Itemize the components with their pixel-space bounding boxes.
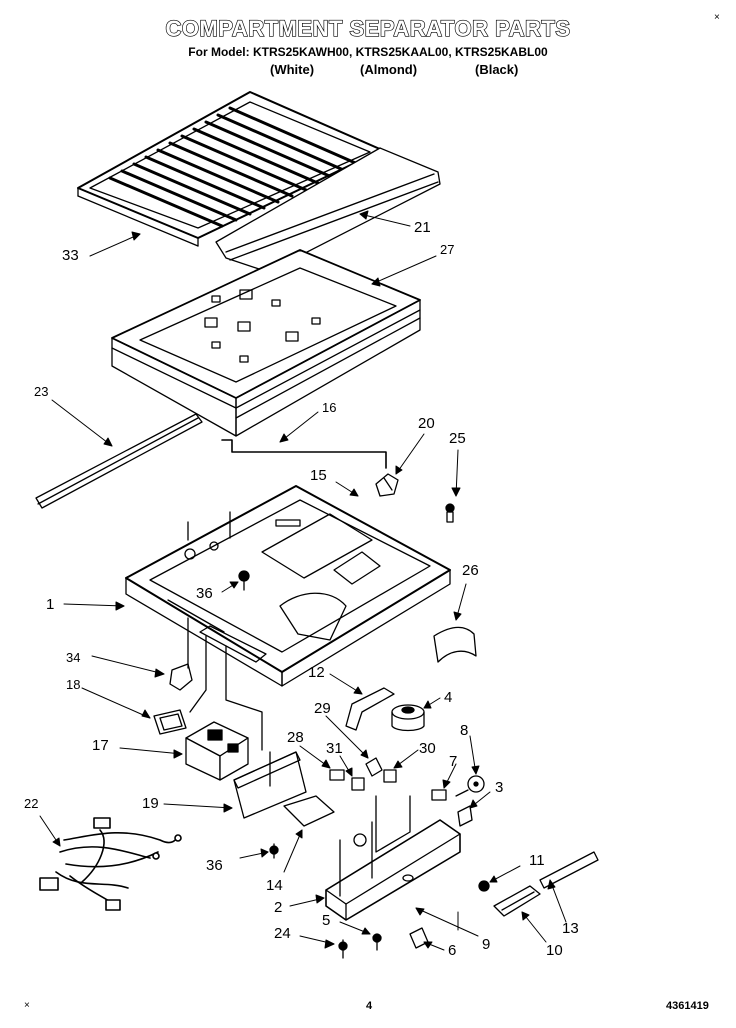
callout-6: 6 [448,942,457,959]
part-3-part [457,805,473,827]
part-number: 4361419 [666,1000,709,1012]
page-number: 4 [366,1000,373,1012]
part-11-nut [478,880,490,892]
part-34-bracket [169,663,193,691]
callout-20: 20 [418,415,435,432]
part-22-harness [39,817,182,911]
callout-27: 27 [440,242,455,257]
part-6-part [409,927,429,949]
callout-33: 33 [62,247,79,264]
part-5-screw [372,933,382,951]
callout-36-top: 36 [196,585,213,602]
page-title: COMPARTMENT SEPARATOR PARTS [165,15,571,41]
part-27-frame [111,249,421,437]
callout-28: 28 [287,729,304,746]
part-20-clip [375,473,399,497]
part-26-cover [433,626,477,663]
color-almond: (Almond) [360,62,418,77]
callout-5: 5 [322,912,331,929]
part-10-hinge [493,885,541,917]
part-18-grille [153,709,187,735]
callout-7: 7 [449,753,458,770]
callout-31: 31 [326,740,343,757]
registration-mark-bottom: × [24,1000,30,1011]
color-white: (White) [270,62,315,77]
callout-10: 10 [546,942,563,959]
leader-lines [39,210,567,951]
part-17-transformer [185,721,249,781]
callout-8: 8 [460,722,469,739]
part-1-housing [125,485,451,687]
part-12-bracket [345,687,395,731]
registration-mark-top: × [714,12,720,23]
callout-3: 3 [495,779,504,796]
callout-21: 21 [414,219,431,236]
callout-29: 29 [314,700,331,717]
grommet [402,874,414,882]
callout-15: 15 [310,467,327,484]
callout-16: 16 [322,400,337,415]
callout-24: 24 [274,925,291,942]
callout-36-bottom: 36 [206,857,223,874]
callout-23: 23 [34,384,49,399]
part-4-motor [391,704,425,732]
model-list: For Model: KTRS25KAWH00, KTRS25KAAL00, K… [188,45,548,59]
part-13-rod [539,851,599,889]
part-36-screw-bottom [269,843,279,859]
part-21-trim [215,147,441,273]
callout-11: 11 [529,852,545,869]
callout-25: 25 [449,430,466,447]
part-36-screw-top [238,570,250,591]
callout-34: 34 [66,650,81,665]
callout-13: 13 [562,920,579,937]
wire-harness-link [187,617,263,751]
callout-22: 22 [24,796,39,811]
callout-19: 19 [142,795,159,812]
part-25-screw [445,503,455,523]
part-24-screw [338,939,348,959]
callout-1: 1 [46,596,55,613]
part-19-cover [233,751,307,819]
part-2-bracket [325,795,461,921]
part-31-part [351,777,365,791]
part-28-clip [329,769,345,781]
part-16-wire [221,439,387,469]
callout-18: 18 [66,677,81,692]
part-8-knob [455,775,485,797]
callout-2: 2 [274,899,283,916]
callout-26: 26 [462,562,479,579]
callout-14: 14 [266,877,283,894]
part-23-gasket [35,413,203,509]
callout-4: 4 [444,689,453,706]
callout-12: 12 [308,664,325,681]
part-14-plate [283,795,335,827]
part-30-part [383,769,397,783]
callout-17: 17 [92,737,109,754]
part-7-switch [431,789,447,801]
callout-9: 9 [482,936,491,953]
part-29-part [365,757,383,777]
color-black: (Black) [475,62,519,77]
callout-30: 30 [419,740,436,757]
